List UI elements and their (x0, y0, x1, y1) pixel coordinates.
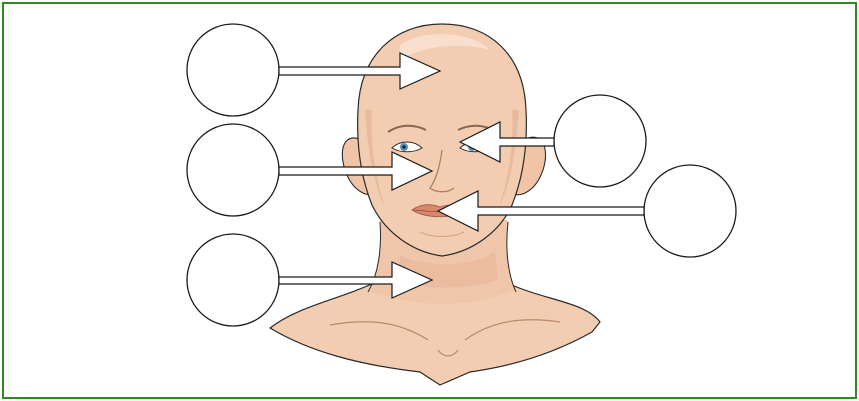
label-circle-mouth[interactable] (644, 165, 736, 257)
label-circle-nose[interactable] (187, 124, 279, 216)
label-circle-eye[interactable] (554, 95, 646, 187)
label-circle-forehead[interactable] (187, 24, 279, 116)
label-circle-neck[interactable] (187, 234, 279, 326)
